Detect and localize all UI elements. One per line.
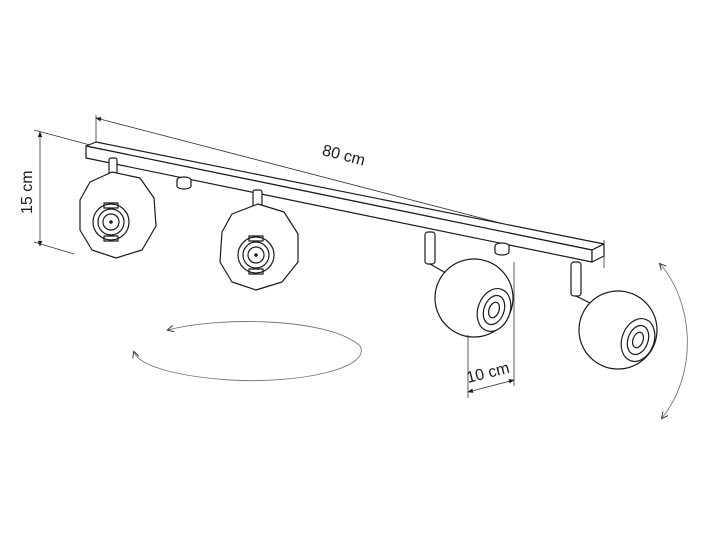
rotation-horizontal-icon <box>134 321 362 382</box>
length-label: 80 cm <box>320 142 366 169</box>
ceiling-bar <box>85 141 605 263</box>
spot-3 <box>424 231 514 338</box>
spot-2 <box>219 189 299 291</box>
height-dimension: 15 cm <box>19 129 91 255</box>
height-label: 15 cm <box>19 170 36 214</box>
spot-1 <box>79 157 157 259</box>
spot-4 <box>570 261 658 370</box>
rotation-vertical-icon <box>660 264 688 418</box>
